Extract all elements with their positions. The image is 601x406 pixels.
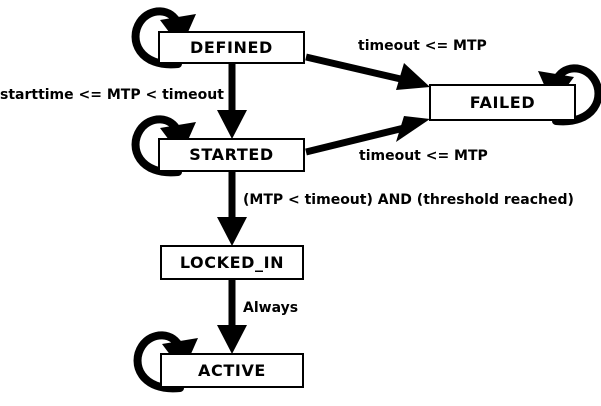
edge-label-defined-to-failed: timeout <= MTP <box>358 38 487 54</box>
edge-defined-to-failed <box>305 53 430 90</box>
edge-started-to-locked-in <box>217 172 247 246</box>
state-node-defined[interactable]: DEFINED <box>158 31 305 64</box>
edge-label-locked-in-to-active: Always <box>243 300 299 316</box>
edge-defined-to-started <box>217 64 247 139</box>
state-node-active[interactable]: ACTIVE <box>160 353 304 388</box>
state-node-started[interactable]: STARTED <box>158 138 305 172</box>
edge-started-to-failed <box>305 116 430 156</box>
state-label-failed: FAILED <box>469 92 536 112</box>
state-label-locked-in: LOCKED_IN <box>179 252 285 272</box>
edge-label-started-to-failed: timeout <= MTP <box>359 148 488 164</box>
state-node-locked-in[interactable]: LOCKED_IN <box>160 245 304 280</box>
state-label-started: STARTED <box>189 145 274 164</box>
state-label-defined: DEFINED <box>190 37 273 57</box>
edge-locked-in-to-active <box>217 280 247 354</box>
state-label-active: ACTIVE <box>198 360 266 380</box>
state-node-failed[interactable]: FAILED <box>429 84 576 121</box>
edge-label-started-to-locked-in: (MTP < timeout) AND (threshold reached) <box>243 192 574 208</box>
edge-label-defined-to-started: starttime <= MTP < timeout <box>0 87 224 103</box>
